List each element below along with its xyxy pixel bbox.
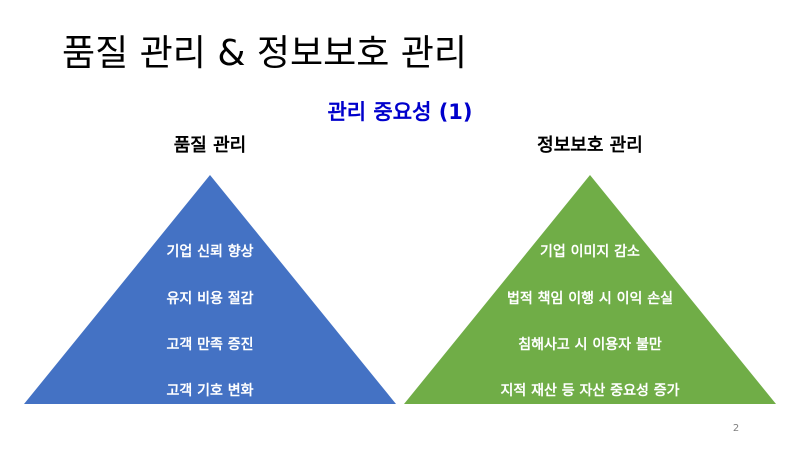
- security-item-3: 침해사고 시 이용자 불만: [518, 337, 662, 353]
- info-security-management-pyramid: [404, 175, 776, 404]
- quality-management-pyramid: [24, 175, 396, 404]
- slide-subtitle: 관리 중요성 (1): [327, 100, 473, 124]
- security-item-4: 지적 재산 등 자산 중요성 증가: [500, 383, 680, 399]
- security-item-1: 기업 이미지 감소: [540, 244, 640, 260]
- info-security-management-heading: 정보보호 관리: [537, 135, 643, 156]
- quality-item-3: 고객 만족 증진: [166, 337, 254, 353]
- page-number: 2: [732, 423, 740, 434]
- slide-title: 품질 관리 & 정보보호 관리: [62, 33, 468, 74]
- quality-management-heading: 품질 관리: [173, 135, 247, 156]
- quality-item-4: 고객 기호 변화: [166, 383, 254, 399]
- quality-item-1: 기업 신뢰 향상: [166, 244, 254, 260]
- security-item-2: 법적 책임 이행 시 이익 손실: [506, 291, 674, 307]
- quality-item-2: 유지 비용 절감: [166, 291, 254, 307]
